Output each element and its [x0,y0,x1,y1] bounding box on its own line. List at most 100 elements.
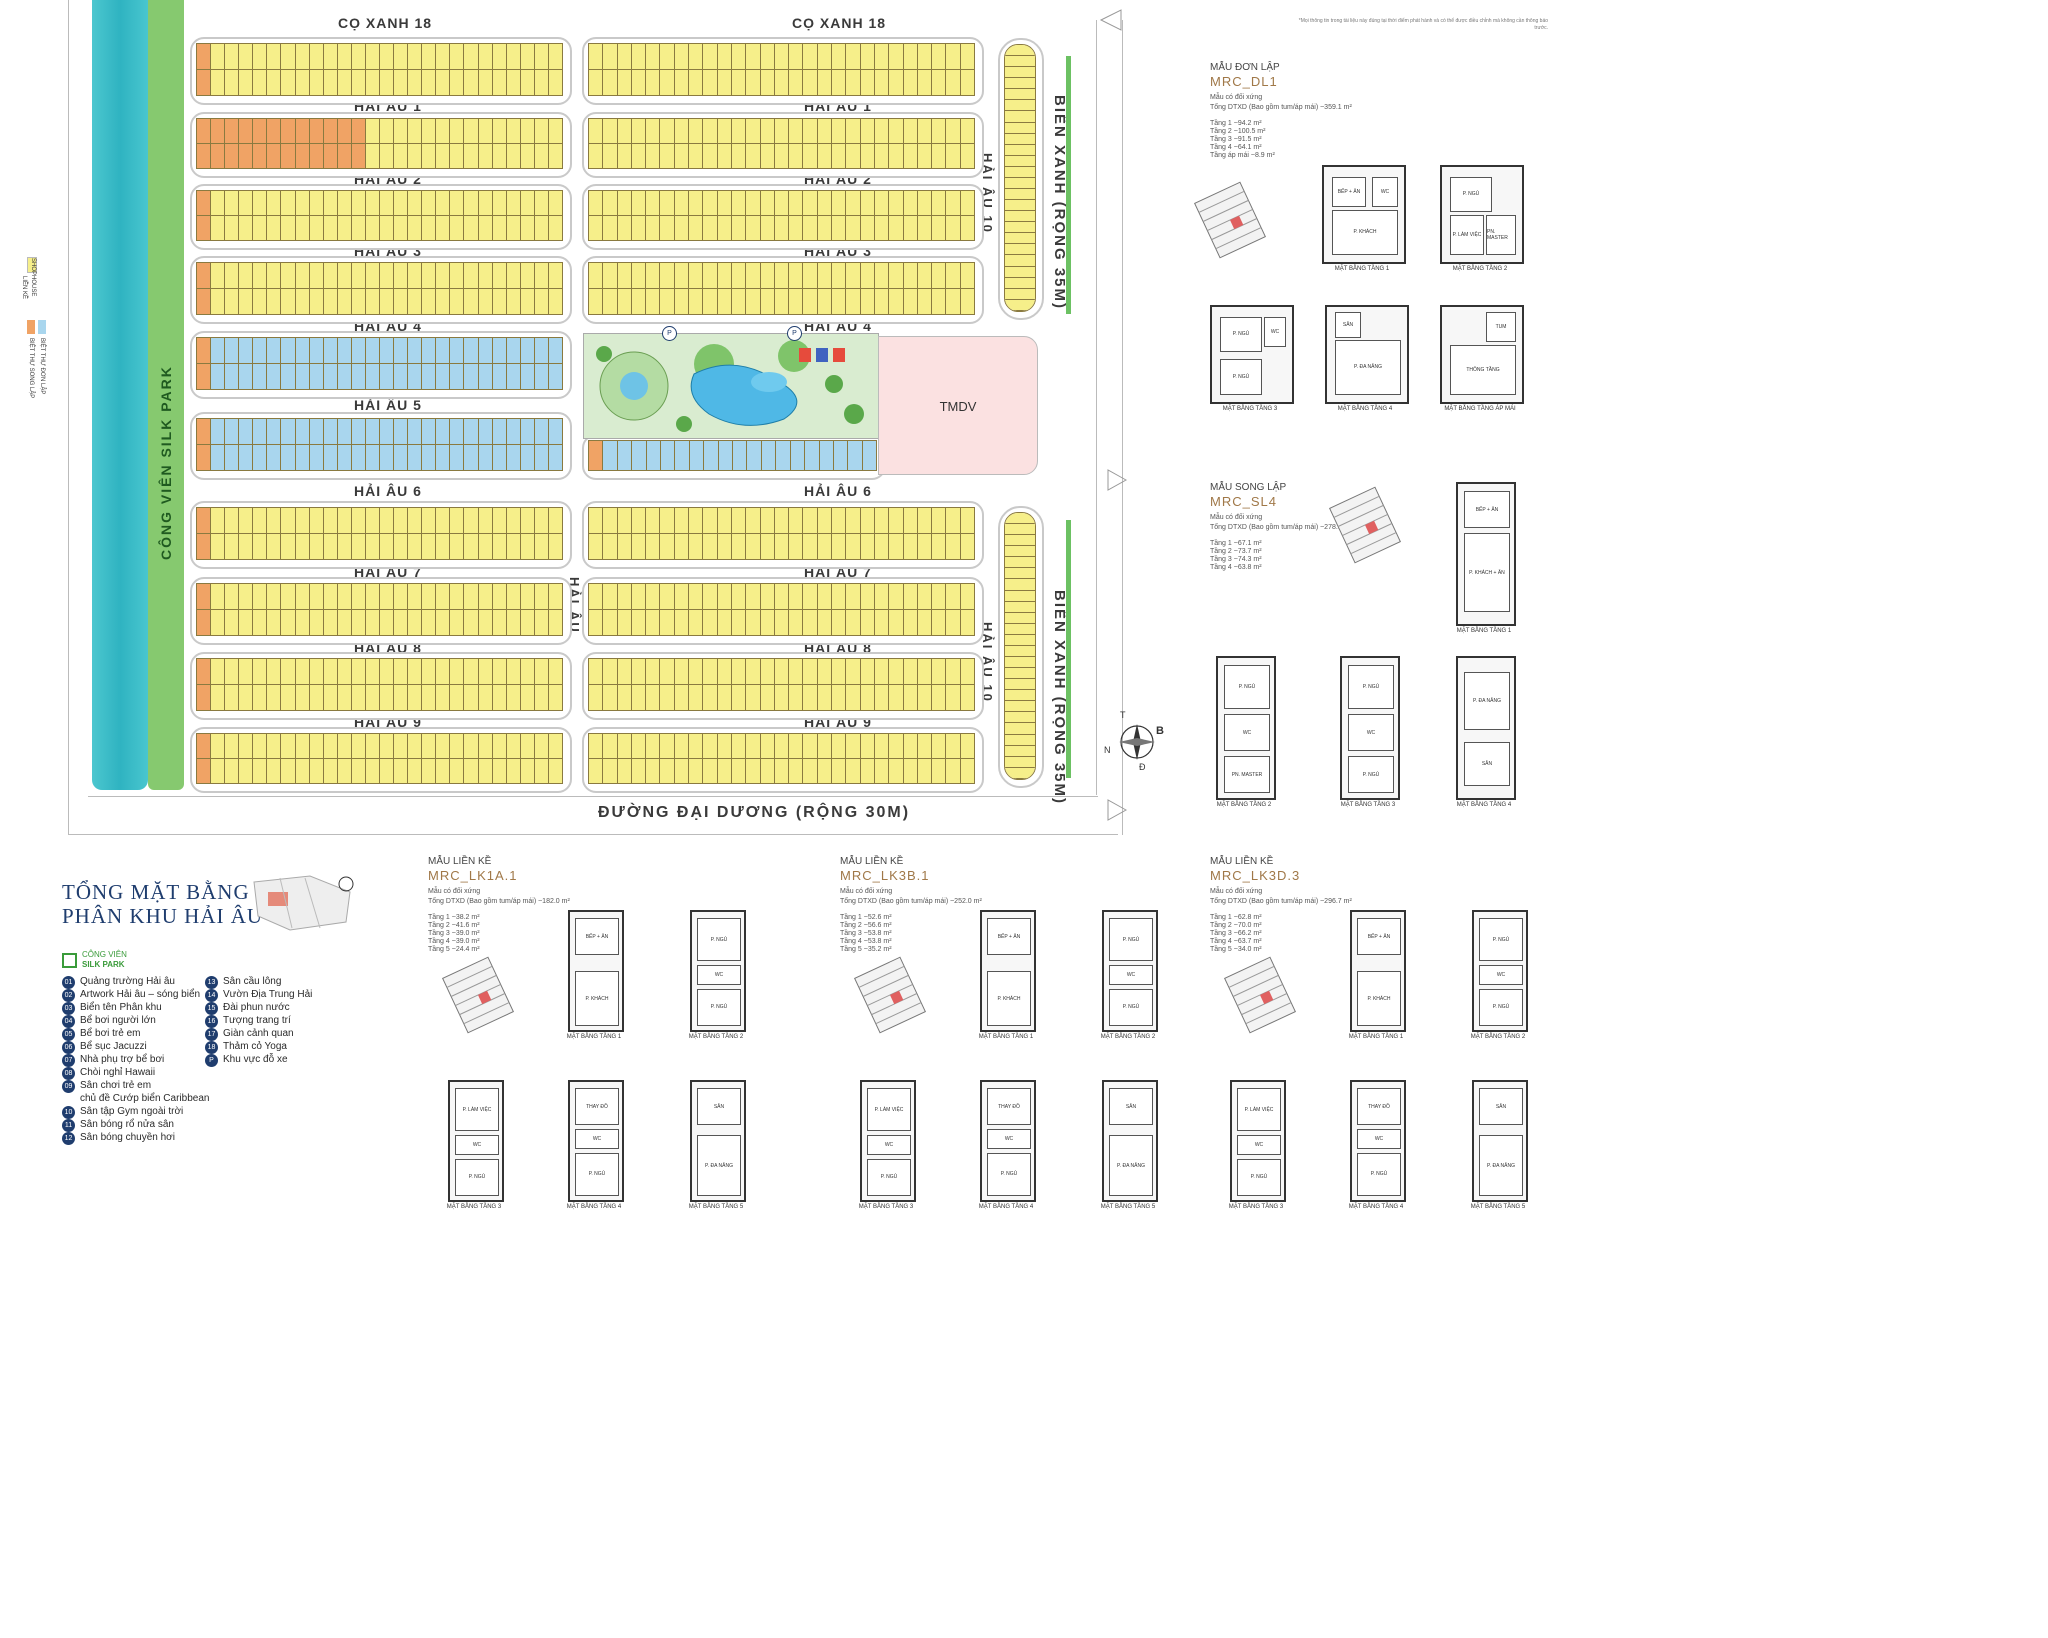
lot[interactable] [239,445,254,471]
lot[interactable] [589,441,604,471]
lot[interactable] [817,534,833,560]
lot[interactable] [774,70,790,96]
lot[interactable] [492,144,507,169]
lot[interactable] [337,338,352,364]
lot[interactable] [281,659,296,685]
lot[interactable] [746,685,761,711]
lot[interactable] [365,364,381,390]
lot[interactable] [889,759,904,784]
lot[interactable] [589,191,604,216]
lot[interactable] [492,419,507,445]
lot[interactable] [267,584,282,610]
lot[interactable] [295,144,310,169]
lot[interactable] [1005,756,1035,768]
lot[interactable] [351,685,366,711]
lot[interactable] [1005,155,1035,167]
lot[interactable] [889,289,904,315]
lot[interactable] [450,44,465,70]
lot[interactable] [760,534,775,560]
lot[interactable] [534,338,549,364]
lot[interactable] [617,191,632,216]
lot[interactable] [337,70,352,96]
lot[interactable] [674,119,690,144]
lot[interactable] [520,144,535,169]
lot[interactable] [478,364,493,390]
lot[interactable] [774,216,790,241]
lot[interactable] [394,70,409,96]
lot[interactable] [817,289,833,315]
lot[interactable] [253,338,268,364]
lot[interactable] [337,734,352,759]
lot[interactable] [548,534,564,560]
lot[interactable] [239,70,254,96]
lot[interactable] [478,263,493,289]
lot[interactable] [889,216,904,241]
lot[interactable] [718,441,734,471]
lot[interactable] [603,610,618,636]
lot[interactable] [660,263,675,289]
lot[interactable] [661,441,676,471]
lot[interactable] [646,263,661,289]
lot[interactable] [789,144,804,169]
lot[interactable] [1005,568,1035,580]
lot[interactable] [520,445,535,471]
lot[interactable] [380,419,395,445]
lot[interactable] [422,44,437,70]
lot[interactable] [239,263,254,289]
lot[interactable] [225,584,240,610]
lot[interactable] [450,534,465,560]
lot[interactable] [211,289,226,315]
lot[interactable] [917,289,933,315]
lot[interactable] [946,534,961,560]
lot[interactable] [717,610,732,636]
lot[interactable] [295,610,310,636]
lot[interactable] [211,144,226,169]
lot[interactable] [436,44,451,70]
lot[interactable] [832,263,847,289]
lot[interactable] [365,759,381,784]
lot[interactable] [450,191,465,216]
lot[interactable] [394,659,409,685]
lot[interactable] [589,508,604,534]
lot[interactable] [917,70,933,96]
lot[interactable] [365,419,381,445]
lot[interactable] [281,584,296,610]
lot[interactable] [337,119,352,144]
lot[interactable] [617,659,632,685]
lot[interactable] [746,44,761,70]
lot[interactable] [492,759,507,784]
lot[interactable] [746,659,761,685]
lot[interactable] [548,216,564,241]
lot[interactable] [548,364,564,390]
lot[interactable] [1005,266,1035,278]
lot[interactable] [774,119,790,144]
lot[interactable] [789,44,804,70]
lot[interactable] [731,508,747,534]
lot[interactable] [776,441,791,471]
lot[interactable] [917,734,933,759]
lot[interactable] [1005,579,1035,591]
lot[interactable] [337,263,352,289]
lot[interactable] [450,734,465,759]
lot[interactable] [761,441,777,471]
lot[interactable] [832,191,847,216]
lot[interactable] [365,70,381,96]
lot[interactable] [674,734,690,759]
lot[interactable] [394,191,409,216]
lot[interactable] [506,759,521,784]
lot[interactable] [660,610,675,636]
lot[interactable] [946,144,961,169]
lot[interactable] [889,119,904,144]
lot[interactable] [506,734,521,759]
lot[interactable] [436,364,451,390]
lot[interactable] [774,534,790,560]
lot[interactable] [436,685,451,711]
lot[interactable] [394,216,409,241]
lot[interactable] [932,144,947,169]
lot[interactable] [1005,111,1035,123]
lot[interactable] [281,685,296,711]
lot[interactable] [309,685,324,711]
lot[interactable] [408,44,423,70]
lot[interactable] [309,734,324,759]
lot[interactable] [422,216,437,241]
